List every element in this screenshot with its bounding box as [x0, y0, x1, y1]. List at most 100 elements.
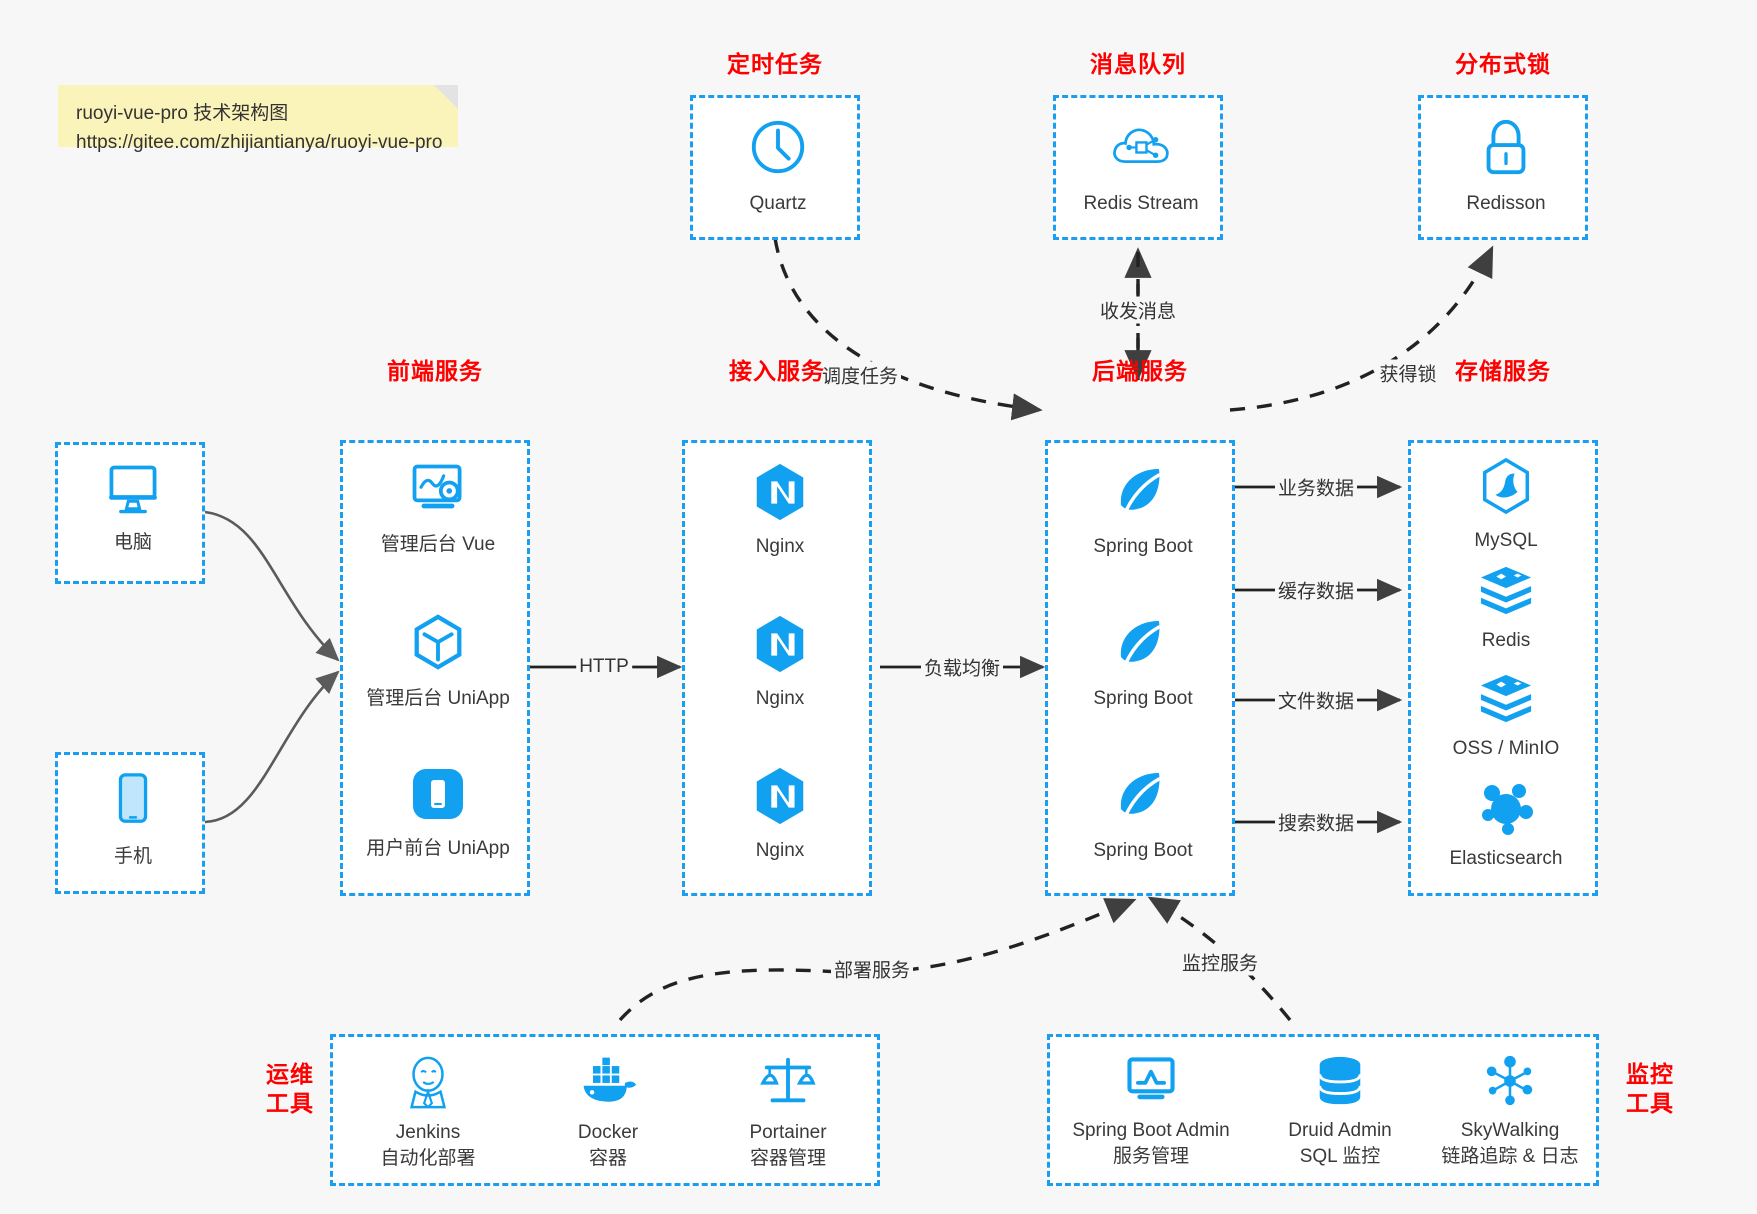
dashboard-gear-icon: [407, 461, 469, 524]
node-admin-uniapp[interactable]: 管理后台 UniApp: [343, 613, 533, 712]
note-line-title: ruoyi-vue-pro 技术架构图: [76, 103, 289, 124]
node-quartz[interactable]: Quartz: [693, 116, 863, 217]
node-label: Quartz: [749, 193, 807, 214]
skywalking-nodes-icon: [1481, 1053, 1539, 1114]
edge-label-monitor-service: 监控服务: [1178, 948, 1262, 976]
node-label: 管理后台 Vue: [380, 534, 496, 555]
node-label: 用户前台 UniApp: [366, 838, 510, 859]
object-storage-icon: [1477, 671, 1535, 730]
group-title-devops-line1: 运维: [266, 1061, 314, 1087]
node-label: Nginx: [755, 840, 805, 861]
node-sublabel: 自动化部署: [380, 1147, 476, 1169]
docker-whale-icon: [578, 1053, 638, 1116]
group-client-mobile: 手机: [55, 752, 205, 894]
node-nginx-3[interactable]: Nginx: [685, 765, 875, 864]
note-line-url: https://gitee.com/zhijiantianya/ruoyi-vu…: [76, 132, 443, 154]
node-label: 管理后台 UniApp: [366, 688, 510, 709]
node-label: Nginx: [755, 536, 805, 557]
node-label: OSS / MinIO: [1452, 738, 1560, 759]
node-desktop[interactable]: 电脑: [58, 461, 208, 556]
node-spring-boot-3[interactable]: Spring Boot: [1048, 765, 1238, 864]
nginx-icon: [751, 765, 809, 832]
node-spring-boot-2[interactable]: Spring Boot: [1048, 613, 1238, 712]
group-title-monitor-line2: 工具: [1626, 1089, 1674, 1116]
note-fold-corner: [434, 85, 458, 109]
edge-label-acquire-lock: 获得锁: [1376, 359, 1440, 387]
uniapp-cube-icon: [409, 613, 467, 678]
node-portainer[interactable]: Portainer 容器管理: [703, 1053, 873, 1171]
node-redisson[interactable]: Redisson: [1421, 116, 1591, 217]
edge-label-file-data: 文件数据: [1274, 686, 1358, 714]
node-docker[interactable]: Docker 容器: [523, 1053, 693, 1171]
edge-label-business-data: 业务数据: [1274, 473, 1358, 501]
node-nginx-2[interactable]: Nginx: [685, 613, 875, 712]
group-mq: Redis Stream: [1053, 95, 1223, 240]
node-spring-boot-1[interactable]: Spring Boot: [1048, 461, 1238, 560]
edge-label-send-receive-message: 收发消息: [1096, 296, 1180, 324]
padlock-icon: [1476, 116, 1536, 183]
node-label: 手机: [113, 846, 152, 867]
desktop-monitor-icon: [103, 461, 163, 522]
node-druid-admin[interactable]: Druid Admin SQL 监控: [1255, 1053, 1425, 1169]
node-label: SkyWalking: [1460, 1120, 1560, 1141]
node-skywalking[interactable]: SkyWalking 链路追踪 & 日志: [1420, 1053, 1600, 1169]
node-label: Spring Boot: [1093, 536, 1193, 557]
nginx-icon: [751, 461, 809, 528]
node-nginx-1[interactable]: Nginx: [685, 461, 875, 560]
group-gateway: Nginx Nginx Nginx: [682, 440, 872, 896]
clock-icon: [747, 116, 809, 183]
group-title-monitor-line1: 监控: [1626, 1061, 1674, 1087]
group-devops: Jenkins 自动化部署 Docker 容器: [330, 1034, 880, 1186]
node-redis-stream[interactable]: Redis Stream: [1056, 116, 1226, 217]
group-storage: MySQL Redis OSS: [1408, 440, 1598, 896]
node-label: Portainer: [749, 1122, 827, 1143]
group-title-lock: 分布式锁: [1455, 51, 1551, 77]
edge-label-search-data: 搜索数据: [1274, 808, 1358, 836]
node-label: Docker: [577, 1122, 639, 1143]
node-label: Redis Stream: [1083, 193, 1199, 214]
edge-label-http: HTTP: [576, 656, 632, 678]
edge-label-load-balance: 负载均衡: [920, 653, 1004, 681]
mobile-phone-icon: [110, 771, 156, 834]
group-title-mq: 消息队列: [1090, 51, 1186, 77]
node-label: Redis: [1481, 630, 1531, 651]
node-label: 电脑: [113, 532, 152, 553]
node-sublabel: 容器: [588, 1147, 627, 1169]
node-mysql[interactable]: MySQL: [1411, 457, 1601, 554]
edge-label-deploy-service: 部署服务: [830, 955, 914, 983]
node-label: Nginx: [755, 688, 805, 709]
node-oss-minio[interactable]: OSS / MinIO: [1411, 671, 1601, 762]
group-title-storage: 存储服务: [1455, 358, 1551, 384]
group-title-backend: 后端服务: [1092, 358, 1188, 384]
node-label: Redisson: [1466, 193, 1546, 214]
node-sublabel: SQL 监控: [1299, 1145, 1381, 1167]
node-admin-vue[interactable]: 管理后台 Vue: [343, 461, 533, 558]
node-label: Jenkins: [395, 1122, 461, 1143]
node-jenkins[interactable]: Jenkins 自动化部署: [343, 1053, 513, 1171]
node-spring-boot-admin[interactable]: Spring Boot Admin 服务管理: [1056, 1053, 1246, 1169]
node-label: Spring Boot: [1093, 688, 1193, 709]
redis-stack-icon: [1477, 563, 1535, 622]
node-label: Spring Boot Admin: [1072, 1120, 1230, 1141]
group-title-gateway: 接入服务: [729, 358, 825, 384]
node-user-uniapp[interactable]: 用户前台 UniApp: [343, 765, 533, 862]
sticky-note: ruoyi-vue-pro 技术架构图 https://gitee.com/zh…: [58, 85, 458, 153]
group-client-desktop: 电脑: [55, 442, 205, 584]
scales-icon: [759, 1053, 817, 1116]
database-icon: [1312, 1053, 1368, 1114]
node-label: MySQL: [1474, 530, 1538, 551]
group-lock: Redisson: [1418, 95, 1588, 240]
group-title-devops: 运维 工具: [250, 1060, 330, 1118]
jenkins-butler-icon: [400, 1053, 456, 1116]
node-sublabel: 链路追踪 & 日志: [1441, 1145, 1579, 1167]
spring-boot-icon: [1113, 765, 1173, 830]
node-elasticsearch[interactable]: Elasticsearch: [1411, 779, 1601, 872]
node-redis[interactable]: Redis: [1411, 563, 1601, 654]
group-scheduler: Quartz: [690, 95, 860, 240]
group-title-frontend: 前端服务: [387, 358, 483, 384]
group-monitor: Spring Boot Admin 服务管理 Druid Admin SQL 监…: [1047, 1034, 1599, 1186]
node-mobile[interactable]: 手机: [58, 771, 208, 870]
group-title-devops-line2: 工具: [266, 1089, 314, 1116]
node-label: Elasticsearch: [1449, 848, 1563, 869]
group-title-scheduler: 定时任务: [727, 51, 823, 77]
